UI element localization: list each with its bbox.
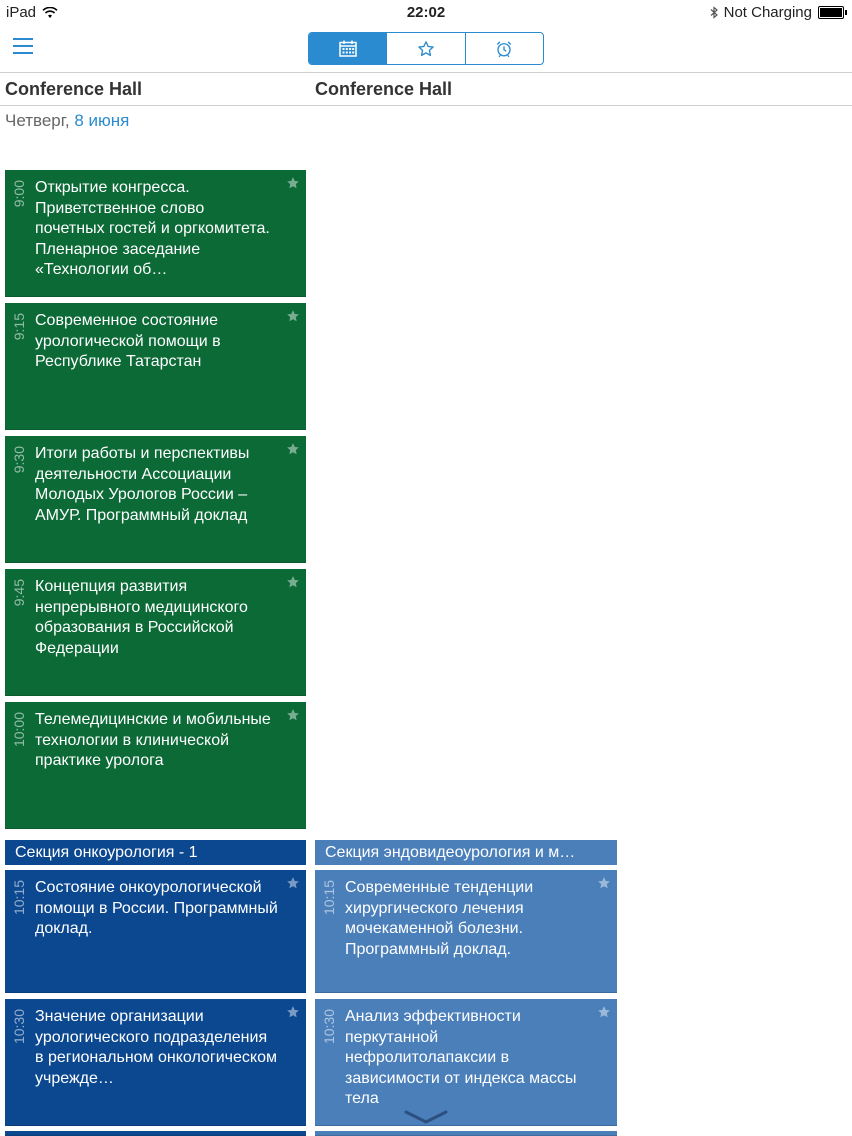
charging-status: Not Charging	[723, 4, 812, 21]
session-title: Концепция развития непрерывного медицинс…	[35, 578, 248, 657]
session-title: Телемедицинские и мобильные технологии в…	[35, 711, 271, 769]
calendar-icon	[338, 40, 357, 57]
section-header-endovideourology[interactable]: Секция эндовидеоурология и м…	[315, 840, 617, 865]
session-card[interactable]: 9:00 Открытие конгресса. Приветственное …	[5, 170, 306, 297]
weekday: Четверг,	[5, 111, 70, 130]
session-card[interactable]	[5, 1131, 306, 1136]
session-time: 9:00	[11, 180, 27, 208]
session-card[interactable]	[315, 1131, 617, 1136]
star-icon[interactable]	[597, 876, 611, 890]
session-card[interactable]: 9:45 Концепция развития непрерывного мед…	[5, 569, 306, 696]
status-bar: iPad 22:02 Not Charging	[0, 0, 852, 24]
session-card[interactable]: 10:30 Значение организации урологическог…	[5, 999, 306, 1126]
session-title: Современные тенденции хирургического леч…	[345, 879, 534, 958]
session-title: Анализ эффективности перкутанной нефроли…	[345, 1008, 577, 1107]
bluetooth-icon	[710, 6, 718, 19]
session-title: Состояние онкоурологической помощи в Рос…	[35, 879, 278, 937]
columns-header: Conference Hall Conference Hall	[0, 73, 852, 106]
nav-bar	[0, 24, 852, 73]
device-label: iPad	[6, 4, 37, 21]
session-time: 10:30	[11, 1009, 27, 1045]
date-link[interactable]: 8 июня	[74, 111, 130, 130]
star-icon[interactable]	[286, 1005, 300, 1019]
session-title: Открытие конгресса. Приветственное слово…	[35, 179, 270, 278]
session-title: Современное состояние урологической помо…	[35, 312, 221, 370]
tab-reminders[interactable]	[466, 33, 543, 64]
alarm-icon	[497, 40, 512, 57]
session-time: 9:30	[11, 446, 27, 474]
column-title-1: Conference Hall	[5, 79, 143, 99]
star-icon[interactable]	[286, 575, 300, 589]
session-card[interactable]: 10:15 Состояние онкоурологической помощи…	[5, 870, 306, 993]
battery-icon	[818, 6, 847, 19]
session-time: 10:15	[11, 880, 27, 916]
session-title: Итоги работы и перспективы деятельности …	[35, 445, 250, 524]
session-time: 10:00	[11, 712, 27, 748]
view-segmented-control	[308, 32, 544, 65]
star-icon[interactable]	[286, 309, 300, 323]
session-time: 9:45	[11, 579, 27, 607]
session-card[interactable]: 9:30 Итоги работы и перспективы деятельн…	[5, 436, 306, 563]
clock: 22:02	[406, 4, 446, 21]
session-card[interactable]: 10:30 Анализ эффективности перкутанной н…	[315, 999, 617, 1126]
star-icon[interactable]	[286, 708, 300, 722]
session-card[interactable]: 10:00 Телемедицинские и мобильные технол…	[5, 702, 306, 829]
session-card[interactable]: 9:15 Современное состояние урологической…	[5, 303, 306, 430]
session-card[interactable]: 10:15 Современные тенденции хирургическо…	[315, 870, 617, 993]
column-title-2: Conference Hall	[315, 79, 453, 99]
session-time: 9:15	[11, 313, 27, 341]
star-icon[interactable]	[286, 876, 300, 890]
star-icon	[418, 40, 434, 56]
scroll-down-chevron-icon[interactable]	[404, 1108, 448, 1126]
session-time: 10:15	[321, 880, 337, 916]
wifi-icon	[42, 6, 58, 18]
session-time: 10:30	[321, 1009, 337, 1045]
star-icon[interactable]	[286, 176, 300, 190]
star-icon[interactable]	[597, 1005, 611, 1019]
star-icon[interactable]	[286, 442, 300, 456]
menu-icon[interactable]	[13, 38, 33, 56]
day-heading: Четверг, 8 июня	[5, 111, 129, 131]
section-header-oncourology[interactable]: Секция онкоурология - 1	[5, 840, 306, 865]
tab-calendar[interactable]	[309, 33, 388, 64]
session-title: Значение организации урологического подр…	[35, 1008, 277, 1087]
tab-favorites[interactable]	[387, 33, 466, 64]
